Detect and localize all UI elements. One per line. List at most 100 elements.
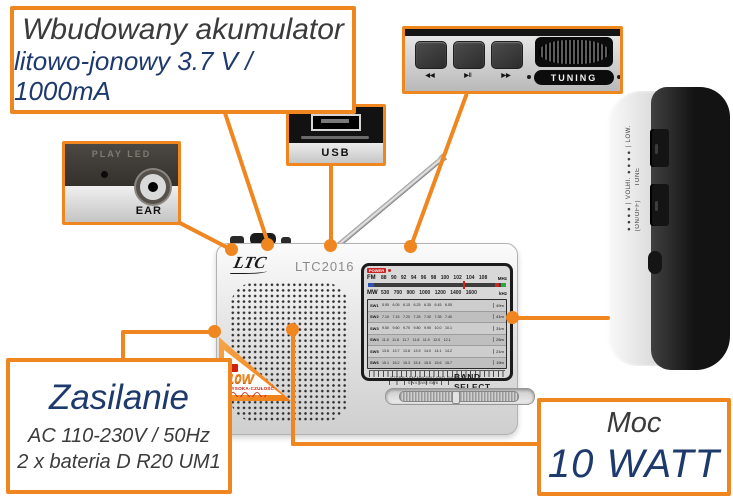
on-off-label: (ON/OFF) xyxy=(635,199,641,232)
decorative-dot xyxy=(527,75,531,79)
fm-band-label: FM xyxy=(367,275,376,281)
tuning-wheel xyxy=(535,37,613,67)
battery-callout-box: Wbudowany akumulator litowo-jonowy 3.7 V… xyxy=(10,6,356,114)
tone-scale-label: HI. ●●●●∣ LOW. xyxy=(626,125,632,187)
fm-scale: FM 88 90 92 94 96 98 100 102 104 108 MHz xyxy=(367,273,507,283)
power-supply-callout-box: Zasilanie AC 110-230V / 50Hz 2 x bateria… xyxy=(6,358,232,494)
ear-jack-inset: PLAY LED EAR xyxy=(62,141,181,225)
tone-slider xyxy=(652,129,669,167)
sw-row: SW4 11.5 11.6 11.7 11.8 11.9 12.0 12.1 2… xyxy=(368,334,506,346)
jack-hole xyxy=(148,182,158,192)
scale-blue-mark xyxy=(368,283,374,287)
ear-jack-socket xyxy=(136,170,170,204)
callout-line-side xyxy=(513,316,610,320)
band-ruler xyxy=(389,381,455,385)
play-led-hole xyxy=(101,171,108,178)
volume-slider xyxy=(652,184,669,226)
callout-line-tuning xyxy=(408,92,469,248)
callout-dot xyxy=(208,325,221,338)
signature-squiggle xyxy=(229,392,267,397)
scale-green-mark xyxy=(501,283,506,287)
top-panel-inset: ◀◀ ▶‖ ▶▶ TUNING xyxy=(402,26,623,94)
scale-red-mark xyxy=(495,283,499,287)
callout-dot xyxy=(324,239,337,252)
sw-band-label: SW5 xyxy=(370,348,379,354)
sw-meter-label: 25m xyxy=(493,337,506,343)
tone-control-labels: HI. ●●●●∣ LOW. TONE xyxy=(625,125,641,186)
callout-dot xyxy=(506,311,519,324)
sw-row: SW5 13.6 13.7 13.8 13.9 14.0 14.1 14.2 2… xyxy=(368,346,506,358)
sw-ticks: 9.50 9.60 9.70 9.80 9.90 10.0 10.1 xyxy=(382,326,452,331)
sw-ticks: 13.6 13.7 13.8 13.9 14.0 14.1 14.2 xyxy=(382,349,452,354)
top-edge-button xyxy=(281,237,291,245)
usb-label: USB xyxy=(289,143,383,163)
sw-meter-label: 49m xyxy=(493,302,506,308)
sw-ticks: 5.95 6.05 6.15 6.25 6.35 6.45 6.55 xyxy=(382,303,452,308)
callout-dot xyxy=(404,240,417,253)
band-knob-grip xyxy=(452,391,460,404)
sw-ticks: 11.5 11.6 11.7 11.8 11.9 12.0 12.1 xyxy=(382,337,451,342)
mw-ticks: 530 700 900 1000 1200 1400 1600 xyxy=(381,290,477,296)
sw-meter-label: 31m xyxy=(493,325,506,331)
radio-front-view: LTC LTC2016 10W WYSOKA-CZUŁOŚĆ POWER FM … xyxy=(216,243,535,435)
badge-wattage: 10W xyxy=(227,371,254,386)
next-icon: ▶▶ xyxy=(501,73,511,79)
next-button xyxy=(491,41,523,69)
sw-row: SW2 7.10 7.15 7.20 7.25 7.30 7.35 7.40 4… xyxy=(368,311,506,323)
model-number: LTC2016 xyxy=(295,259,355,274)
previous-icon: ◀◀ xyxy=(425,73,435,79)
callout-line-usb xyxy=(329,164,333,248)
dial-ruler xyxy=(369,370,505,377)
power-label: POWER xyxy=(367,267,387,273)
callout-dot xyxy=(286,323,299,336)
sw-ticks: 15.1 15.2 15.3 15.4 15.5 15.6 15.7 xyxy=(382,360,452,365)
wattage-title: Moc xyxy=(606,407,662,440)
callout-line-power-v xyxy=(121,332,125,362)
mw-unit: kHz xyxy=(498,290,507,296)
frequency-dial: POWER FM 88 90 92 94 96 98 100 102 104 1… xyxy=(361,263,513,381)
dial-pointer-scale xyxy=(368,281,506,289)
battery-spec: litowo-jonowy 3.7 V / 1000mA xyxy=(14,46,253,107)
sw-row: SW6 15.1 15.2 15.3 15.4 15.5 15.6 15.7 1… xyxy=(368,357,506,368)
sw-band-label: SW1 xyxy=(370,302,379,308)
sw-band-label: SW4 xyxy=(370,337,379,343)
wheel-ribs xyxy=(539,40,609,64)
usb-port-inset: USB xyxy=(286,104,386,166)
inset-dark-half xyxy=(289,107,383,143)
tone-label: TONE xyxy=(635,167,641,187)
power-supply-battery: 2 x bateria D R20 UM1 xyxy=(17,451,221,474)
sw-band-label: SW6 xyxy=(370,360,379,366)
callout-dot xyxy=(261,238,274,251)
mw-band-label: MW xyxy=(367,290,378,296)
dial-pointer xyxy=(463,281,465,289)
wattage-callout-box: Moc 10 WATT xyxy=(537,398,731,496)
badge-logo-icon xyxy=(228,364,238,372)
power-supply-ac: AC 110-230V / 50Hz xyxy=(28,425,210,448)
sw-meter-label: 21m xyxy=(493,348,506,354)
band-select-label: BAND SELECT xyxy=(454,372,491,392)
volume-scale-label: ●●●●∣ VOL. xyxy=(626,183,632,232)
play-pause-button xyxy=(453,41,485,69)
badge-subtitle: WYSOKA-CZUŁOŚĆ xyxy=(227,386,275,391)
panel-groove xyxy=(301,136,369,139)
callout-line-watt-v xyxy=(291,330,295,446)
wattage-value: 10 WATT xyxy=(547,441,721,486)
decorative-dot xyxy=(617,75,620,79)
side-grip-tab xyxy=(648,251,662,274)
callout-line-watt-h xyxy=(291,442,539,446)
ear-label: EAR xyxy=(135,205,162,217)
volume-control-labels: ●●●●∣ VOL. (ON/OFF) xyxy=(625,183,641,231)
fm-ticks: 88 90 92 94 96 98 100 102 104 108 xyxy=(381,275,488,281)
top-edge-button xyxy=(230,236,244,245)
callout-line-battery xyxy=(222,109,270,244)
power-led-icon xyxy=(388,268,392,272)
shortwave-table: SW1 5.95 6.05 6.15 6.25 6.35 6.45 6.55 4… xyxy=(367,299,507,369)
previous-button xyxy=(415,41,447,69)
mw-scale: MW 530 700 900 1000 1200 1400 1600 kHz xyxy=(367,288,507,298)
battery-title: Wbudowany akumulator xyxy=(22,12,344,46)
play-led-label: PLAY LED xyxy=(91,149,152,159)
sw-band-label: SW3 xyxy=(370,325,379,331)
band-select-knob xyxy=(399,391,519,404)
band-select-slider xyxy=(385,388,535,405)
